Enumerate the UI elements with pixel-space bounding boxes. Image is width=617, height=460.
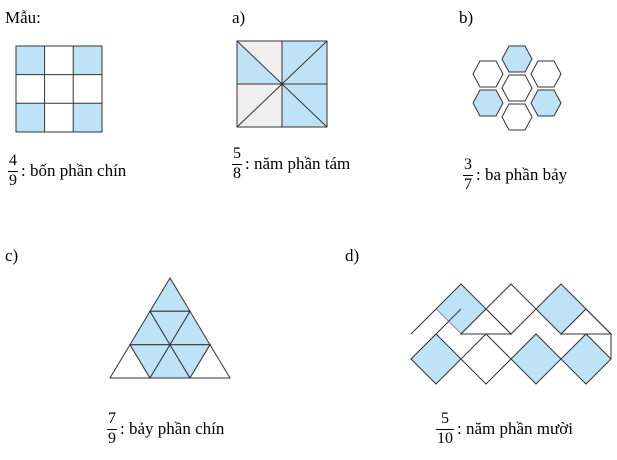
denominator: 7 xyxy=(464,175,472,193)
sample-cell xyxy=(16,46,45,75)
b-hexagon xyxy=(501,103,533,131)
label-d: d) xyxy=(345,246,360,265)
fraction: 7 9 xyxy=(107,410,117,448)
figure-d xyxy=(410,283,613,385)
label-c: c) xyxy=(5,246,19,265)
b-hexagon xyxy=(501,74,533,102)
fraction-words: : ba phần bảy xyxy=(476,165,568,185)
b-hexagon xyxy=(472,60,504,88)
fraction: 5 8 xyxy=(232,145,242,183)
b-hexagon xyxy=(472,89,504,117)
label-b: b) xyxy=(459,8,474,27)
c-piece xyxy=(189,343,231,379)
numerator: 3 xyxy=(464,156,472,173)
d-diamond xyxy=(510,333,562,385)
c-piece xyxy=(149,277,191,312)
sample-cell xyxy=(16,103,45,132)
c-caption: 7 9 : bảy phần chín xyxy=(107,410,225,448)
fraction: 3 7 xyxy=(463,156,473,194)
numerator: 5 xyxy=(441,410,449,427)
b-hexagon xyxy=(530,89,562,117)
numerator: 5 xyxy=(233,145,241,162)
sample-caption: 4 9 : bốn phần chín xyxy=(8,152,127,190)
numerator: 7 xyxy=(108,410,116,427)
a-caption: 5 8 : năm phần tám xyxy=(232,145,351,183)
denominator: 9 xyxy=(108,429,116,447)
fraction-words: : năm phần tám xyxy=(245,154,351,174)
d-caption: 5 10 : năm phần mười xyxy=(436,410,573,448)
sample-cell xyxy=(73,46,102,75)
fraction: 5 10 xyxy=(436,410,454,448)
b-hexagon xyxy=(530,60,562,88)
figure-c xyxy=(109,277,231,379)
denominator: 8 xyxy=(233,164,241,182)
d-diamond xyxy=(459,308,513,335)
denominator: 10 xyxy=(437,429,453,447)
fraction-words: : năm phần mười xyxy=(457,419,573,439)
fraction: 4 9 xyxy=(8,152,18,190)
b-hexagon xyxy=(501,45,533,73)
fraction-words: : bảy phần chín xyxy=(120,419,225,439)
figure-b xyxy=(472,45,562,131)
sample-cell xyxy=(73,103,102,132)
label-sample: Mẫu: xyxy=(5,8,41,27)
numerator: 4 xyxy=(9,152,17,169)
d-diamond xyxy=(460,333,512,385)
denominator: 9 xyxy=(9,171,17,189)
b-caption: 3 7 : ba phần bảy xyxy=(463,156,568,194)
d-diamond xyxy=(560,333,612,385)
label-a: a) xyxy=(232,8,246,27)
fraction-words: : bốn phần chín xyxy=(21,161,127,181)
sample-grid-figure xyxy=(15,45,103,133)
figure-a xyxy=(236,40,328,128)
